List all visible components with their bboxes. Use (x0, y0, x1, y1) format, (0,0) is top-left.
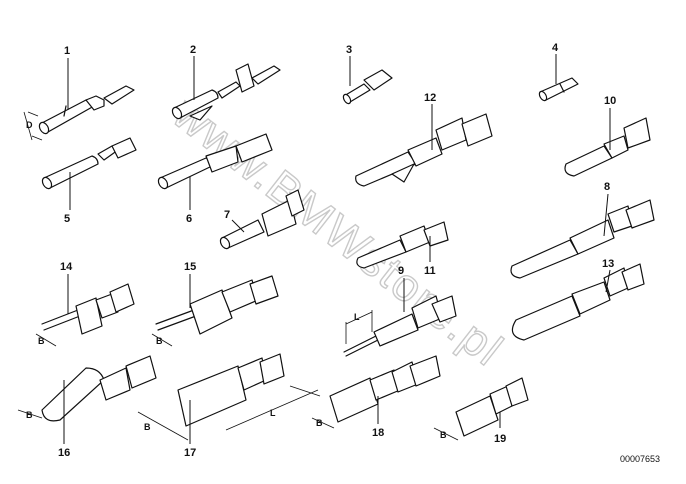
terminal-part-6 (157, 133, 273, 190)
dimension-b-label-17: B (144, 422, 151, 432)
terminal-part-7 (219, 189, 305, 250)
dimension-b-16: B (17, 409, 43, 420)
callout-6: 6 (186, 213, 192, 225)
terminal-part-1 (38, 85, 135, 135)
callout-4: 4 (552, 42, 559, 54)
callout-18: 18 (372, 427, 384, 439)
dimension-b-15: B (151, 333, 173, 347)
terminal-part-15 (155, 275, 279, 335)
callout-8: 8 (604, 181, 610, 193)
terminal-part-8 (510, 199, 655, 279)
terminal-part-9 (343, 295, 457, 357)
callout-15: 15 (184, 261, 196, 273)
callout-5: 5 (64, 213, 70, 225)
dimension-b-18: B (311, 417, 335, 429)
terminal-part-10 (564, 117, 651, 177)
dimension-d: D (23, 111, 43, 141)
terminal-part-11 (356, 221, 449, 269)
callout-7: 7 (224, 209, 230, 221)
dimension-l-17: L (225, 385, 321, 431)
callout-14: 14 (60, 261, 73, 273)
callout-line-13 (605, 269, 611, 293)
terminal-part-19 (455, 377, 529, 437)
terminal-part-14 (41, 283, 135, 335)
terminal-part-13 (511, 263, 645, 341)
callout-1: 1 (64, 45, 70, 57)
callout-12: 12 (424, 92, 436, 104)
dimension-b-label-18: B (316, 418, 323, 428)
dimension-l-9: L (345, 310, 373, 344)
terminal-part-16 (41, 355, 157, 422)
dimension-l-label-9: L (354, 312, 360, 322)
callout-3: 3 (346, 44, 352, 56)
dimension-b-label-19: B (440, 430, 447, 440)
part-code: 00007653 (620, 454, 660, 464)
terminal-part-5 (41, 137, 137, 190)
terminal-part-4 (538, 77, 579, 102)
dimension-b-label-15: B (156, 336, 163, 346)
callout-10: 10 (604, 95, 616, 107)
callout-11: 11 (424, 265, 436, 277)
dimension-b-label-16: B (26, 410, 33, 420)
callout-2: 2 (190, 44, 196, 56)
dimension-l-label-17: L (270, 408, 276, 418)
terminal-part-18 (329, 355, 441, 423)
callout-13: 13 (602, 258, 614, 270)
terminal-part-17 (177, 353, 285, 427)
terminal-part-3 (342, 69, 393, 105)
dimension-b-19: B (433, 427, 459, 441)
dimension-b-17: B (137, 411, 189, 441)
callout-line-8 (603, 193, 609, 237)
terminal-part-12 (355, 113, 493, 187)
callout-16: 16 (58, 447, 70, 459)
callout-17: 17 (184, 447, 196, 459)
dimension-b-14: B (35, 333, 57, 347)
callout-line-7 (231, 219, 245, 233)
callout-9: 9 (398, 265, 404, 277)
dimension-d-label: D (26, 120, 33, 130)
dimension-b-label-14: B (38, 336, 45, 346)
callout-19: 19 (494, 433, 506, 445)
terminal-part-2 (171, 63, 281, 121)
